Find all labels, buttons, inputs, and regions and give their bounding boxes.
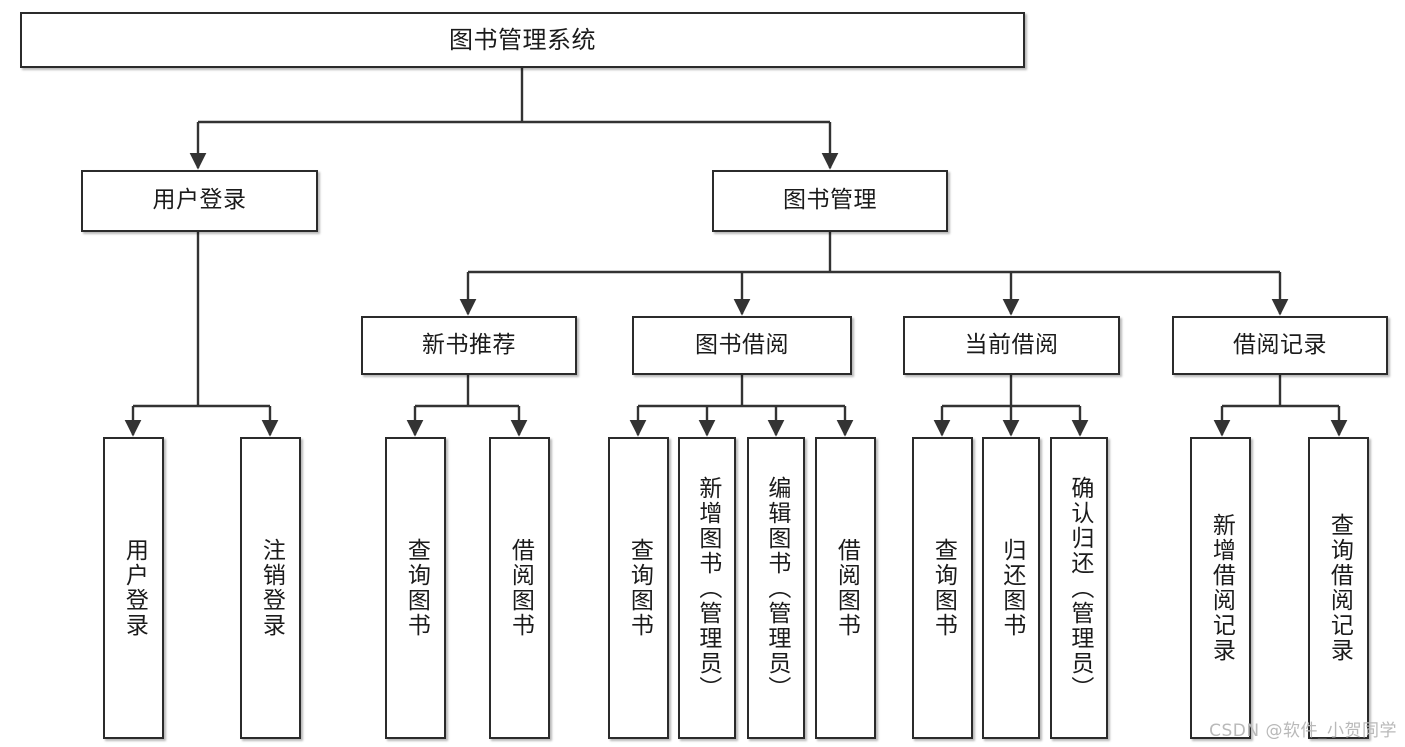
node-label: 借阅图书: [507, 538, 534, 638]
leaf-borrow-query-book[interactable]: 查询图书: [608, 437, 669, 739]
node-label: 当前借阅: [964, 331, 1059, 358]
leaf-user-login[interactable]: 用户登录: [103, 437, 164, 739]
node-label: 归还图书: [998, 538, 1025, 638]
leaf-record-query-borrow-record[interactable]: 查询借阅记录: [1308, 437, 1369, 739]
node-label: 用户登录: [152, 187, 247, 214]
node-label: 借阅记录: [1233, 331, 1327, 358]
node-borrow-record[interactable]: 借阅记录: [1172, 316, 1388, 375]
leaf-record-add-borrow-record[interactable]: 新增借阅记录: [1190, 437, 1251, 739]
node-book-management[interactable]: 图书管理: [712, 170, 948, 232]
node-book-borrow[interactable]: 图书借阅: [632, 316, 852, 375]
node-user-login[interactable]: 用户登录: [81, 170, 318, 232]
node-label: 确认归还（管理员）: [1066, 475, 1093, 701]
leaf-new-book-borrow-book[interactable]: 借阅图书: [489, 437, 550, 739]
node-label: 新增图书（管理员）: [694, 475, 721, 701]
leaf-borrow-add-book-admin[interactable]: 新增图书（管理员）: [678, 437, 736, 739]
node-new-book-recommend[interactable]: 新书推荐: [361, 316, 577, 375]
leaf-current-return-book[interactable]: 归还图书: [982, 437, 1040, 739]
node-label: 查询图书: [403, 538, 430, 638]
node-label: 图书管理系统: [449, 25, 596, 54]
leaf-current-confirm-return-admin[interactable]: 确认归还（管理员）: [1050, 437, 1108, 739]
leaf-current-query-book[interactable]: 查询图书: [912, 437, 973, 739]
node-label: 查询图书: [930, 538, 957, 638]
node-label: 新增借阅记录: [1208, 513, 1235, 663]
node-label: 编辑图书（管理员）: [763, 475, 790, 701]
leaf-borrow-edit-book-admin[interactable]: 编辑图书（管理员）: [747, 437, 805, 739]
node-label: 图书借阅: [695, 331, 789, 358]
leaf-borrow-borrow-book[interactable]: 借阅图书: [815, 437, 876, 739]
node-label: 查询借阅记录: [1326, 513, 1353, 663]
node-current-borrow[interactable]: 当前借阅: [903, 316, 1120, 375]
node-label: 图书管理: [783, 187, 877, 214]
node-label: 借阅图书: [833, 538, 860, 638]
node-root-book-management-system[interactable]: 图书管理系统: [20, 12, 1025, 68]
node-label: 注销登录: [258, 538, 285, 638]
leaf-logout-login[interactable]: 注销登录: [240, 437, 301, 739]
node-label: 新书推荐: [422, 331, 516, 358]
node-label: 查询图书: [626, 538, 653, 638]
node-label: 用户登录: [121, 538, 148, 638]
leaf-new-book-query-book[interactable]: 查询图书: [385, 437, 446, 739]
